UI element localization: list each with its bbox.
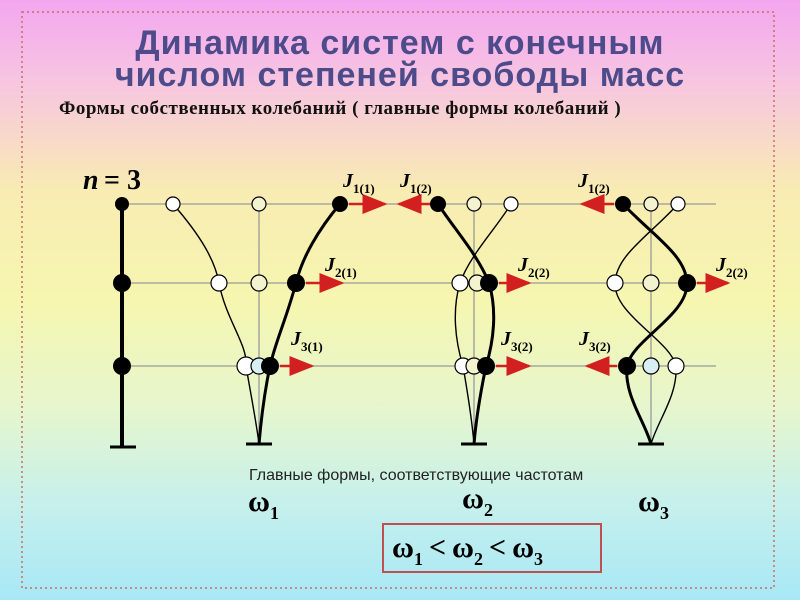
caption: Главные формы, соответствующие частотам — [249, 467, 583, 484]
force-arrows — [280, 194, 731, 376]
title-line-1: Динамика систем с конечным — [135, 24, 665, 62]
n-value: = 3 — [104, 165, 141, 196]
omega-1-label: ω1 — [248, 485, 279, 523]
mode-2 — [430, 196, 519, 446]
mode-1 — [165, 196, 348, 446]
omega-3-label: ω3 — [638, 485, 669, 523]
force-label: J2(1) — [324, 254, 357, 280]
mode-3 — [606, 196, 696, 446]
force-label: J3(2) — [500, 328, 533, 354]
subtitle: Формы собственных колебаний ( главные фо… — [59, 98, 622, 119]
base-mass-3 — [113, 357, 131, 375]
force-label: J2(2) — [517, 254, 550, 280]
omega-2-label: ω2 — [462, 482, 493, 520]
force-label: J1(2) — [399, 170, 432, 196]
frequency-inequality: ω1<ω2<ω3 — [392, 531, 543, 569]
force-label: J3(1) — [290, 328, 323, 354]
n-label: n — [83, 165, 99, 196]
base-system — [110, 197, 136, 449]
inequality-box — [382, 523, 602, 573]
force-label: J2(2) — [715, 254, 748, 280]
force-label: J1(2) — [577, 170, 610, 196]
omega-labels: ω1 ω2 ω3 — [248, 482, 669, 523]
title-line-2: числом степеней свободы масс — [114, 56, 686, 94]
base-mass-1 — [115, 197, 129, 211]
force-label: J1(1) — [342, 170, 375, 196]
base-mass-2 — [113, 274, 131, 292]
force-label: J3(2) — [578, 328, 611, 354]
force-labels: J1(1) J1(2) J1(2) J2(1) J2(2) J2(2) J3(1… — [290, 170, 748, 354]
